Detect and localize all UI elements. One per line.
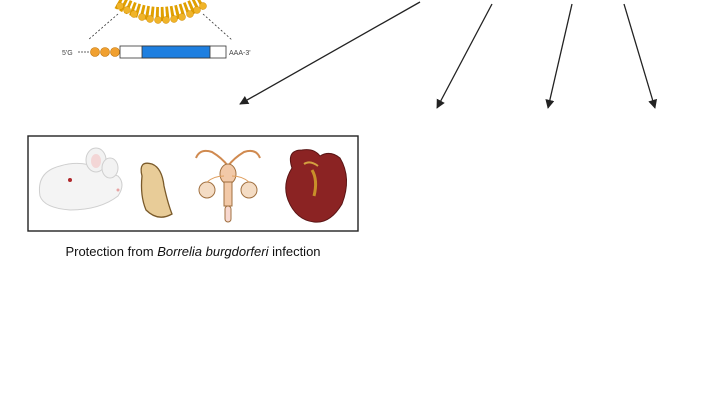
skin-icon <box>140 162 173 218</box>
lipid-nanoparticle-icon <box>87 0 233 41</box>
arrows-top <box>239 1 658 109</box>
five-prime-label: 5'G <box>62 50 73 57</box>
caption-organism: Borrelia burgdorferi <box>157 244 269 259</box>
mouse-icon <box>38 147 123 211</box>
caption-suffix: infection <box>268 244 321 259</box>
mrna-construct: 5'G AAA-3' <box>62 45 251 59</box>
heart-icon <box>285 149 347 223</box>
three-prime-label: AAA-3' <box>229 50 251 57</box>
coding-region <box>141 45 211 59</box>
reproductive-tract-icon <box>195 149 261 223</box>
caption-prefix: Protection from <box>65 244 158 259</box>
cap-icon <box>90 47 100 57</box>
protection-caption: Protection from Borrelia burgdorferi inf… <box>28 244 358 259</box>
